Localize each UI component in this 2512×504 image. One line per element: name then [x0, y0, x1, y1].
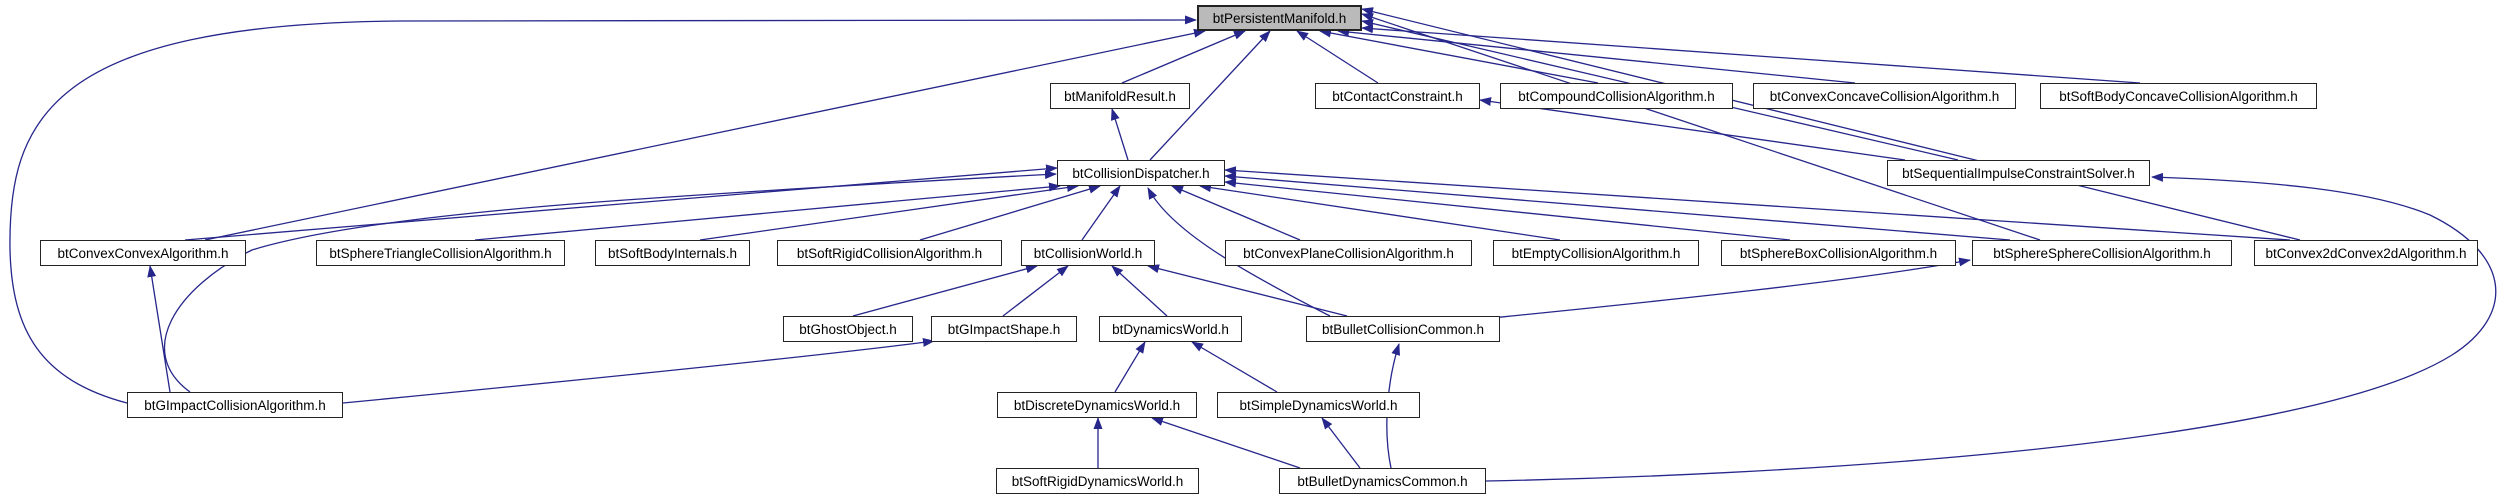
include-edge-gimpactAlgo-to-convexConvex — [147, 265, 171, 393]
graph-node-manifoldResult[interactable]: btManifoldResult.h — [1050, 83, 1190, 109]
graph-node-label: btBulletCollisionCommon.h — [1321, 321, 1485, 337]
graph-node-gimpactAlgo[interactable]: btGImpactCollisionAlgorithm.h — [127, 392, 343, 418]
graph-node-label: btSimpleDynamicsWorld.h — [1239, 397, 1398, 413]
graph-node-label: btSphereSphereCollisionAlgorithm.h — [1993, 245, 2211, 261]
graph-node-label: btConvex2dConvex2dAlgorithm.h — [2265, 245, 2467, 261]
include-edge-convexConvex-to-dispatcher — [184, 164, 1058, 241]
graph-node-label: btSoftRigidDynamicsWorld.h — [1011, 473, 1184, 489]
graph-node-label: btGImpactShape.h — [947, 321, 1061, 337]
graph-node-discrete[interactable]: btDiscreteDynamicsWorld.h — [997, 392, 1197, 418]
graph-node-persistent[interactable]: btPersistentManifold.h — [1197, 5, 1362, 31]
include-edge-dispatcher-to-manifoldResult — [1110, 108, 1129, 161]
include-edge-bulletCollisionCommon-to-sphereSphere — [1491, 257, 1971, 319]
include-edge-sphereBox-to-dispatcher — [1224, 178, 1791, 241]
include-edge-softBodyConcave-to-persistent — [1361, 24, 2141, 84]
graph-node-convexConcave[interactable]: btConvexConcaveCollisionAlgorithm.h — [1753, 83, 2016, 109]
graph-node-label: btGhostObject.h — [799, 321, 897, 337]
graph-node-softRigidWorld[interactable]: btSoftRigidDynamicsWorld.h — [996, 468, 1199, 494]
include-edge-bulletCollisionCommon-to-dispatcher — [1147, 187, 1331, 317]
include-edge-bulletDynamicsCommon-to-sequential — [1485, 172, 2497, 482]
graph-node-convex2d[interactable]: btConvex2dConvex2dAlgorithm.h — [2254, 240, 2478, 266]
graph-node-empty[interactable]: btEmptyCollisionAlgorithm.h — [1493, 240, 1699, 266]
include-edge-contactConstraint-to-persistent — [1296, 30, 1379, 84]
graph-node-label: btSphereTriangleCollisionAlgorithm.h — [329, 245, 552, 261]
graph-node-label: btSoftBodyInternals.h — [607, 245, 738, 261]
graph-node-label: btCollisionWorld.h — [1033, 245, 1143, 261]
graph-node-label: btConvexConvexAlgorithm.h — [57, 245, 229, 261]
include-edge-empty-to-dispatcher — [1199, 183, 1561, 241]
graph-node-softBodyConcave[interactable]: btSoftBodyConcaveCollisionAlgorithm.h — [2040, 83, 2317, 109]
include-edge-convex2d-to-persistent — [1361, 7, 2301, 241]
graph-node-convexConvex[interactable]: btConvexConvexAlgorithm.h — [40, 240, 246, 266]
graph-node-label: btDynamicsWorld.h — [1112, 321, 1229, 337]
graph-node-bulletDynamicsCommon[interactable]: btBulletDynamicsCommon.h — [1279, 468, 1486, 494]
include-edge-convexPlane-to-dispatcher — [1171, 185, 1301, 241]
graph-node-sphereBox[interactable]: btSphereBoxCollisionAlgorithm.h — [1721, 240, 1956, 266]
include-edge-collisionWorld-to-dispatcher — [1081, 185, 1121, 241]
graph-node-label: btDiscreteDynamicsWorld.h — [1013, 397, 1181, 413]
include-edge-sphereSphere-to-persistent — [1361, 13, 2041, 241]
graph-node-sphereTriangle[interactable]: btSphereTriangleCollisionAlgorithm.h — [316, 240, 565, 266]
graph-node-label: btBulletDynamicsCommon.h — [1297, 473, 1468, 489]
include-edge-compound-to-persistent — [1319, 28, 1599, 84]
include-edge-manifoldResult-to-persistent — [1121, 30, 1246, 84]
graph-node-simple[interactable]: btSimpleDynamicsWorld.h — [1217, 392, 1420, 418]
graph-node-gimpactShape[interactable]: btGImpactShape.h — [931, 316, 1077, 342]
include-edge-ghost-to-collisionWorld — [852, 264, 1038, 317]
graph-node-label: btContactConstraint.h — [1332, 88, 1463, 104]
graph-node-collisionWorld[interactable]: btCollisionWorld.h — [1021, 240, 1155, 266]
graph-node-dispatcher[interactable]: btCollisionDispatcher.h — [1057, 160, 1225, 186]
include-edge-convex2d-to-dispatcher — [1224, 166, 2291, 241]
graph-node-label: btEmptyCollisionAlgorithm.h — [1511, 245, 1681, 261]
include-edge-discrete-to-dynamicsWorld — [1114, 341, 1146, 393]
graph-node-label: btManifoldResult.h — [1064, 88, 1176, 104]
include-edge-gimpactAlgo-to-dispatcher — [163, 170, 1057, 393]
include-edge-softBodyInternals-to-dispatcher — [699, 183, 1079, 241]
graph-node-ghost[interactable]: btGhostObject.h — [783, 316, 913, 342]
graph-node-label: btGImpactCollisionAlgorithm.h — [144, 397, 326, 413]
include-edge-bulletDynamicsCommon-to-simple — [1321, 417, 1361, 469]
graph-node-label: btSoftBodyConcaveCollisionAlgorithm.h — [2059, 88, 2298, 104]
graph-node-sphereSphere[interactable]: btSphereSphereCollisionAlgorithm.h — [1972, 240, 2232, 266]
graph-node-label: btPersistentManifold.h — [1212, 10, 1347, 26]
graph-node-softBodyInternals[interactable]: btSoftBodyInternals.h — [595, 240, 750, 266]
graph-node-sequential[interactable]: btSequentialImpulseConstraintSolver.h — [1887, 160, 2150, 186]
graph-node-dynamicsWorld[interactable]: btDynamicsWorld.h — [1099, 316, 1242, 342]
graph-node-softRigid[interactable]: btSoftRigidCollisionAlgorithm.h — [777, 240, 1002, 266]
graph-node-contactConstraint[interactable]: btContactConstraint.h — [1315, 83, 1480, 109]
include-edge-sphereSphere-to-dispatcher — [1224, 172, 2011, 241]
graph-node-label: btCollisionDispatcher.h — [1072, 165, 1210, 181]
include-edge-dispatcher-to-persistent — [1149, 30, 1271, 161]
graph-node-compound[interactable]: btCompoundCollisionAlgorithm.h — [1500, 83, 1733, 109]
graph-node-label: btSequentialImpulseConstraintSolver.h — [1902, 165, 2135, 181]
graph-node-bulletCollisionCommon[interactable]: btBulletCollisionCommon.h — [1306, 316, 1500, 342]
graph-node-convexPlane[interactable]: btConvexPlaneCollisionAlgorithm.h — [1225, 240, 1472, 266]
include-edge-bulletCollisionCommon-to-collisionWorld — [1147, 264, 1348, 317]
include-edge-sphereTriangle-to-dispatcher — [474, 182, 1061, 241]
include-edge-convexConcave-to-persistent — [1337, 27, 1856, 84]
include-edge-softRigid-to-dispatcher — [919, 184, 1101, 241]
include-edge-gimpactShape-to-collisionWorld — [1002, 265, 1069, 317]
include-edge-gimpactAlgo-to-gimpactShape — [342, 337, 935, 404]
include-edge-simple-to-dynamicsWorld — [1191, 341, 1278, 393]
graph-node-label: btConvexPlaneCollisionAlgorithm.h — [1243, 245, 1454, 261]
graph-node-label: btSoftRigidCollisionAlgorithm.h — [796, 245, 983, 261]
graph-node-label: btCompoundCollisionAlgorithm.h — [1518, 88, 1715, 104]
graph-node-label: btSphereBoxCollisionAlgorithm.h — [1739, 245, 1938, 261]
include-edge-bulletDynamicsCommon-to-discrete — [1151, 417, 1301, 469]
include-edge-dynamicsWorld-to-collisionWorld — [1111, 265, 1168, 317]
graph-node-label: btConvexConcaveCollisionAlgorithm.h — [1769, 88, 2000, 104]
include-edge-sequential-to-contactConstraint — [1479, 97, 1906, 161]
include-edge-convexConvex-to-persistent — [204, 28, 1206, 241]
